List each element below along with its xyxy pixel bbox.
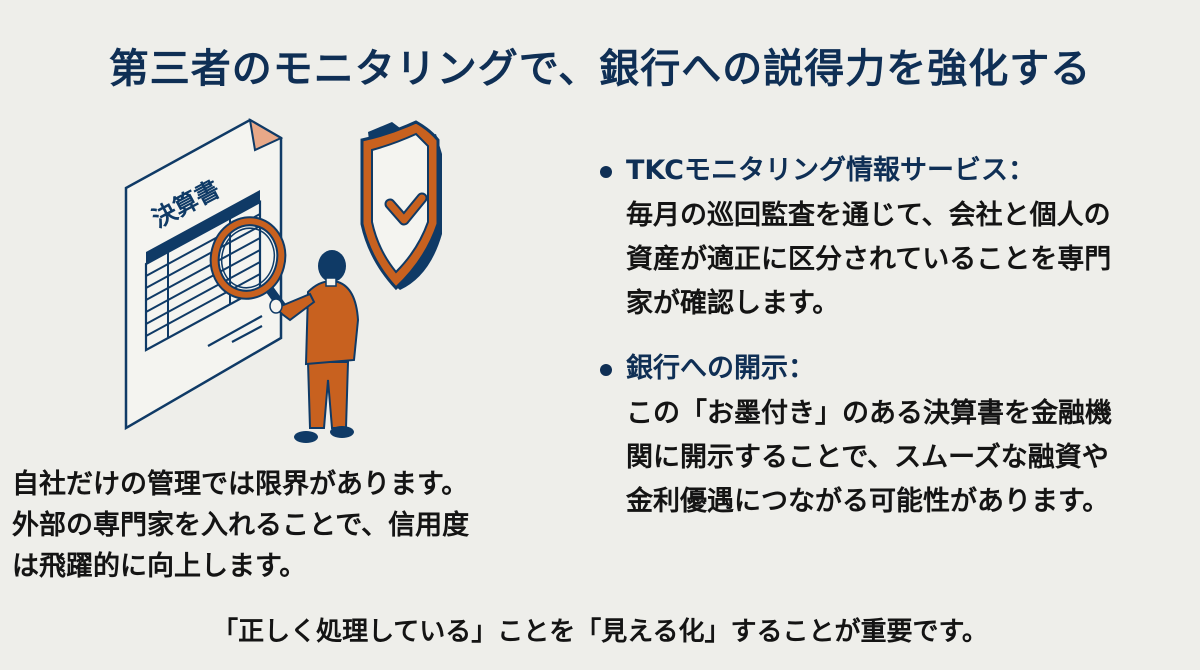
page-title: 第三者のモニタリングで、銀行への説得力を強化する (108, 45, 1092, 92)
bullet-list: TKCモニタリング情報サービス： 毎月の巡回監査を通じて、会社と個人の 資産が適… (596, 148, 1196, 524)
summary-line: 自社だけの管理では限界があります。 (12, 469, 469, 500)
bullet-body-line: 金利優遇につながる可能性があります。 (626, 486, 1110, 517)
bullet-body-line: 家が確認します。 (626, 288, 840, 319)
bullet-dot-icon (600, 364, 612, 376)
person-inspecting-icon (269, 250, 360, 443)
footer-message: 「正しく処理している」ことを「見える化」することが重要です。 (212, 617, 988, 647)
bullet-heading: 銀行への開示： (626, 353, 815, 384)
left-summary-text: 自社だけの管理では限界があります。 外部の専門家を入れることで、信用度 は飛躍的… (12, 464, 572, 587)
illustration: 決算書 (100, 110, 500, 460)
bullet-body: 毎月の巡回監査を通じて、会社と個人の 資産が適正に区分されていることを専門 家が… (626, 194, 1196, 326)
bullet-item-bank-disclosure: 銀行への開示： この「お墨付き」のある決算書を金融機 関に開示することで、スムー… (596, 346, 1196, 524)
bullet-item-monitoring-service: TKCモニタリング情報サービス： 毎月の巡回監査を通じて、会社と個人の 資産が適… (596, 148, 1196, 326)
bullet-body-line: この「お墨付き」のある決算書を金融機 (626, 398, 1112, 429)
bullet-body: この「お墨付き」のある決算書を金融機 関に開示することで、スムーズな融資や 金利… (626, 392, 1196, 524)
bullet-heading: TKCモニタリング情報サービス： (626, 155, 1035, 186)
summary-line: 外部の専門家を入れることで、信用度 (12, 510, 470, 541)
shield-check-icon (360, 120, 442, 291)
bullet-body-line: 毎月の巡回監査を通じて、会社と個人の (626, 200, 1111, 231)
summary-line: は飛躍的に向上します。 (12, 551, 307, 582)
bullet-body-line: 資産が適正に区分されていることを専門 (626, 244, 1112, 275)
financial-statement-document-icon: 決算書 (124, 118, 284, 431)
bullet-body-line: 関に開示することで、スムーズな融資や (626, 442, 1109, 473)
bullet-dot-icon (600, 166, 612, 178)
